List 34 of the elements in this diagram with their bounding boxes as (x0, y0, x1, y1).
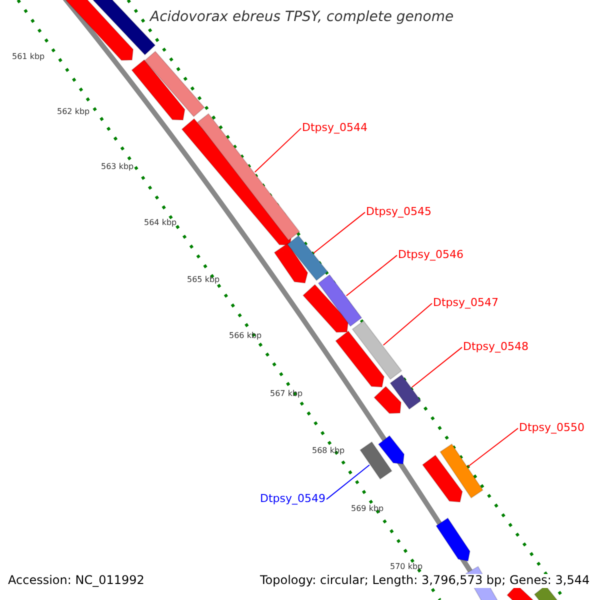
leader-line (313, 212, 366, 254)
gene-feature (390, 374, 422, 410)
gene-feature (196, 113, 300, 241)
tick-label: 570 kbp (390, 562, 423, 572)
leader-line (254, 128, 302, 173)
gene-label: Dtpsy_0544 (302, 122, 368, 135)
footer-text: Accession: NC_011992 (8, 574, 144, 588)
leader-line (411, 346, 462, 388)
gene-feature (360, 441, 392, 480)
leader-line (326, 464, 370, 500)
tick-label: 569 kbp (351, 504, 384, 514)
tick-label: 564 kbp (144, 218, 177, 228)
leader-line (346, 254, 398, 296)
tick-label: 563 kbp (101, 162, 134, 172)
gene-feature (286, 234, 328, 282)
leader-line (382, 302, 432, 346)
tick-label: 568 kbp (312, 446, 345, 456)
leader-line (468, 428, 518, 468)
gene-label: Dtpsy_0546 (398, 249, 464, 262)
gene-label: Dtpsy_0549 (260, 493, 326, 506)
title: Acidovorax ebreus TPSY, complete genome (150, 9, 454, 26)
tick-label: 567 kbp (270, 389, 303, 398)
footer-text: Topology: circular; Length: 3,796,573 bp; Genes: 3,544 (260, 574, 590, 588)
gene-feature (352, 320, 402, 380)
gene-label: Dtpsy_0545 (366, 206, 432, 219)
gene-label: Dtpsy_0548 (463, 341, 529, 354)
gene-label: Dtpsy_0547 (433, 297, 499, 310)
gene-feature (440, 443, 484, 499)
gene-feature (318, 274, 362, 327)
tick-label: 562 kbp (57, 107, 90, 116)
tick-label: 565 kbp (187, 275, 220, 284)
tick-label: 561 kbp (12, 52, 45, 62)
tick-label: 566 kbp (229, 331, 262, 340)
gene-label: Dtpsy_0550 (519, 422, 585, 435)
